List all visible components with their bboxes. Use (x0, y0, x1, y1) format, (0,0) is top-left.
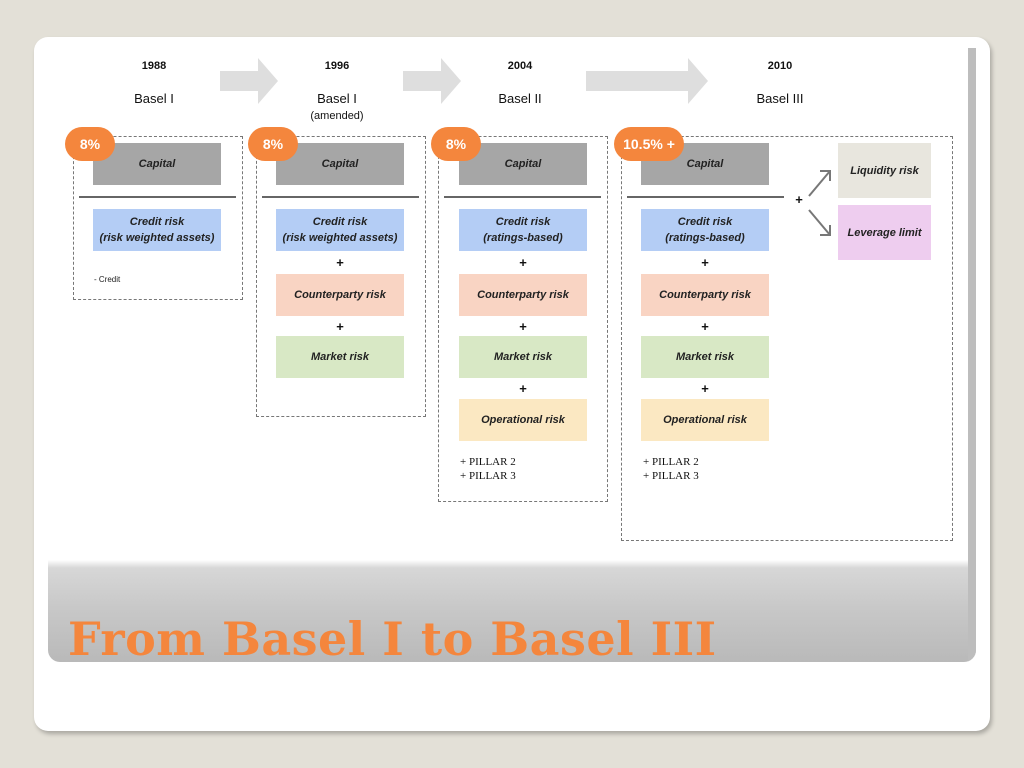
credit-risk-box: Credit risk (ratings-based) (459, 209, 587, 251)
capital-ratio-badge: 8% (65, 127, 115, 161)
counterparty-risk-box: Counterparty risk (641, 274, 769, 316)
timeline-arrow-icon (220, 58, 278, 104)
basel-2-panel (438, 136, 608, 502)
era-basel-1-amended: Basel I (317, 91, 357, 106)
pillar-2-label: + PILLAR 2 (643, 456, 699, 468)
slide-title: From Basel I to Basel III (68, 612, 717, 666)
operational-risk-box: Operational risk (641, 399, 769, 441)
capital-ratio-badge: 10.5% + (614, 127, 684, 161)
pillars-note: + PILLAR 2 + PILLAR 3 (643, 455, 699, 483)
year-2004: 2004 (507, 60, 533, 72)
market-risk-box: Market risk (641, 336, 769, 378)
branch-arrows-icon (808, 170, 831, 236)
credit-risk-label: Credit risk (495, 216, 551, 228)
leverage-limit-box: Leverage limit (838, 205, 931, 260)
plus-sign: + (336, 319, 344, 334)
pillar-2-label: + PILLAR 2 (460, 456, 516, 468)
plus-sign: + (336, 255, 344, 270)
pillars-note: + PILLAR 2 + PILLAR 3 (460, 455, 516, 483)
ratio-divider (79, 196, 236, 198)
credit-risk-box: Credit risk (risk weighted assets) (276, 209, 404, 251)
era-basel-3: Basel III (756, 91, 804, 106)
basel-evolution-diagram: 1988 Basel I 1996 Basel I (amended) 2004… (48, 48, 968, 560)
credit-note: - Credit (94, 275, 121, 284)
timeline-arrow-icon (403, 58, 461, 104)
credit-risk-basis: (ratings-based) (483, 232, 563, 244)
plus-sign: + (795, 192, 803, 207)
year-1988: 1988 (141, 60, 167, 72)
capital-box: Capital (276, 143, 404, 185)
plus-sign: + (519, 381, 527, 396)
year-2010: 2010 (767, 60, 793, 72)
timeline-arrow-icon (586, 58, 708, 104)
era-basel-1: Basel I (134, 91, 174, 106)
operational-risk-box: Operational risk (459, 399, 587, 441)
ratio-divider (262, 196, 419, 198)
capital-box: Capital (93, 143, 221, 185)
capital-ratio-badge: 8% (431, 127, 481, 161)
ratio-divider (627, 196, 784, 198)
plus-sign: + (701, 319, 709, 334)
pillar-3-label: + PILLAR 3 (460, 470, 516, 482)
capital-ratio-badge: 8% (248, 127, 298, 161)
credit-risk-label: Credit risk (677, 216, 733, 228)
year-1996: 1996 (324, 60, 350, 72)
credit-risk-box: Credit risk (ratings-based) (641, 209, 769, 251)
credit-risk-label: Credit risk (312, 216, 368, 228)
era-basel-2: Basel II (498, 91, 542, 106)
era-subtitle-amended: (amended) (310, 110, 364, 122)
liquidity-risk-box: Liquidity risk (838, 143, 931, 198)
market-risk-box: Market risk (276, 336, 404, 378)
market-risk-box: Market risk (459, 336, 587, 378)
credit-risk-basis: (risk weighted assets) (99, 232, 215, 244)
basel-3-panel (621, 136, 953, 541)
credit-risk-basis: (risk weighted assets) (282, 232, 398, 244)
ratio-divider (444, 196, 601, 198)
plus-sign: + (701, 255, 709, 270)
counterparty-risk-box: Counterparty risk (459, 274, 587, 316)
pillar-3-label: + PILLAR 3 (643, 470, 699, 482)
credit-risk-basis: (ratings-based) (665, 232, 745, 244)
plus-sign: + (519, 255, 527, 270)
credit-risk-box: Credit risk (risk weighted assets) (93, 209, 221, 251)
counterparty-risk-box: Counterparty risk (276, 274, 404, 316)
plus-sign: + (701, 381, 709, 396)
capital-box: Capital (641, 143, 769, 185)
credit-risk-label: Credit risk (129, 216, 185, 228)
basel-1-panel (73, 136, 243, 300)
capital-box: Capital (459, 143, 587, 185)
plus-sign: + (519, 319, 527, 334)
basel-1-amended-panel (256, 136, 426, 417)
